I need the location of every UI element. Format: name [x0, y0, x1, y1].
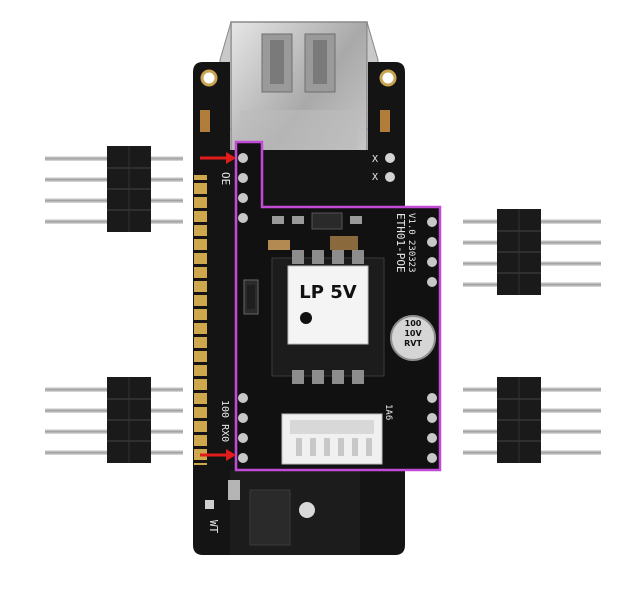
capacitor-voltage: 10V [404, 329, 422, 338]
poe-header-right [427, 217, 437, 463]
poe-board-model: ETH01-POE [394, 213, 407, 273]
jst-connector [281, 413, 383, 465]
poe-header-left [238, 153, 248, 463]
inductor-code: 1A6 [383, 404, 393, 420]
pin-header-bottom-left [45, 377, 183, 463]
pin-header-bottom-right [463, 377, 601, 463]
side-label-bottom: 100 RX0 [219, 400, 230, 442]
capacitor-series: RVT [404, 339, 422, 348]
poe-board-version: V1.0 [406, 213, 416, 235]
arrow-top [200, 152, 236, 164]
poe-module: LP 5V [271, 250, 385, 384]
pin-header-top-left [45, 146, 183, 232]
poe-board: ETH01-POE V1.0 230323 100 10V RVT LP 5V [234, 140, 442, 472]
pin-header-top-right [463, 209, 601, 295]
board-mark: WT [207, 520, 220, 534]
electrolytic-capacitor: 100 10V RVT [390, 315, 436, 361]
side-label-top: OE [219, 172, 232, 185]
arrow-bottom [200, 449, 236, 461]
capacitor-value: 100 [405, 319, 422, 328]
poe-board-date: 230323 [406, 240, 416, 273]
module-chip-text: LP 5V [299, 282, 356, 303]
x-mark-upper: X [372, 154, 378, 165]
x-mark-lower: X [372, 172, 378, 183]
pin1-dot [300, 312, 312, 324]
